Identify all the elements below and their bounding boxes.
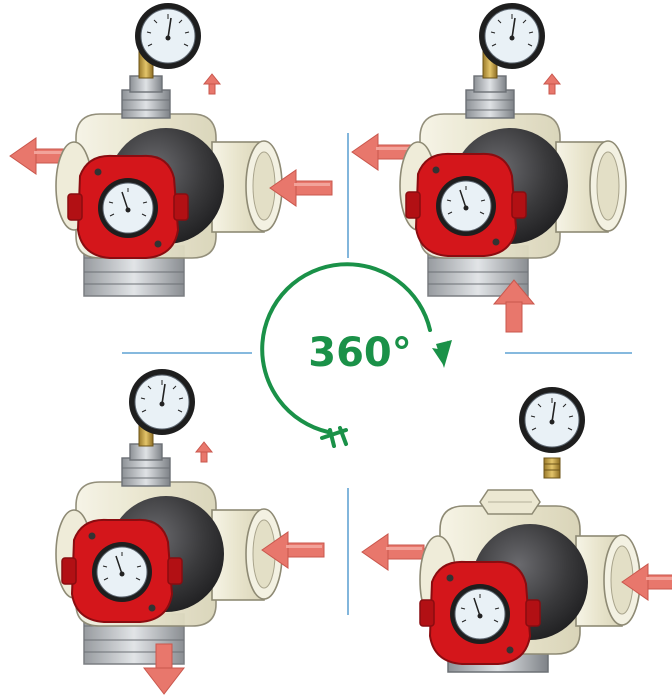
rotation-tail-icon <box>320 426 348 448</box>
flow-arrow-up-small <box>195 441 213 463</box>
pressure-gauge <box>134 2 202 70</box>
valve-view-top-right <box>351 2 627 333</box>
valve-view-bottom-right <box>361 386 672 673</box>
flow-arrow-up-small <box>543 73 561 95</box>
rotation-indicator: 360° <box>260 262 452 448</box>
rotation-label: 360° <box>308 330 412 376</box>
valve-view-top-left <box>9 2 333 297</box>
red-handle-gauge <box>67 154 189 259</box>
red-handle-gauge <box>405 152 527 257</box>
brass-fitting <box>543 457 561 479</box>
red-handle-gauge <box>61 518 183 623</box>
rotation-arc <box>260 262 432 434</box>
flow-arrow-left-out <box>361 533 425 571</box>
pressure-gauge <box>518 386 586 454</box>
divider-lines <box>122 133 632 615</box>
pressure-gauge <box>128 368 196 436</box>
pressure-gauge <box>478 2 546 70</box>
valve-view-bottom-left <box>55 368 325 695</box>
flow-arrow-up-small <box>203 73 221 95</box>
red-handle-gauge <box>419 560 541 665</box>
